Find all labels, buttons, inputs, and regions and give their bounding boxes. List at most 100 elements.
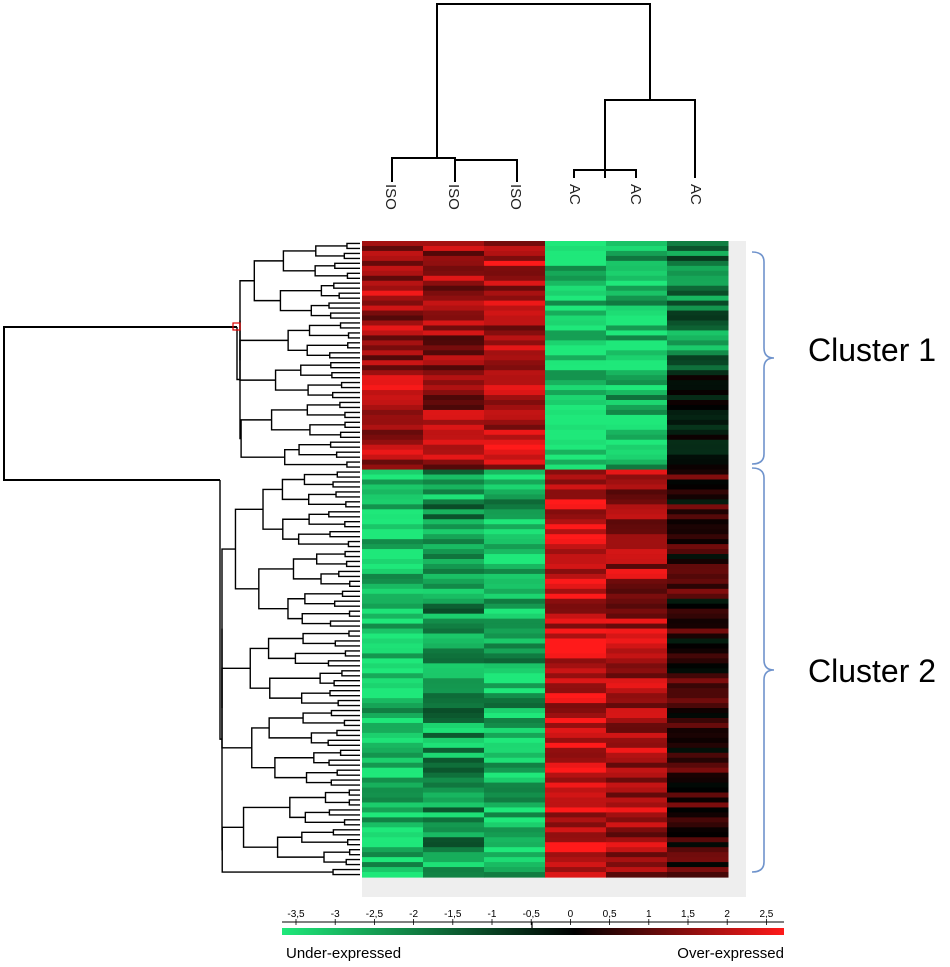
heatmap-cell [362, 568, 424, 575]
heatmap-cell [423, 782, 485, 789]
heatmap-cell [667, 355, 729, 361]
heatmap-cell [667, 648, 729, 655]
heatmap-cell [484, 395, 546, 401]
dendrogram-link [343, 719, 360, 727]
heatmap-cell [667, 663, 729, 669]
heatmap-cell [667, 444, 729, 451]
heatmap-cell [667, 390, 729, 396]
heatmap-cell [362, 241, 424, 247]
heatmap-cell [484, 703, 546, 709]
heatmap-cell [484, 474, 546, 481]
heatmap-cell [667, 678, 729, 684]
heatmap-cell [423, 752, 485, 759]
heatmap-cell [484, 762, 546, 769]
heatmap-cell [362, 722, 424, 729]
heatmap-cell [667, 623, 729, 630]
legend-tick-label: -3,5 [287, 909, 305, 920]
heatmap-cell [667, 857, 729, 863]
heatmap-cell [667, 400, 729, 406]
dendrogram-link [279, 289, 322, 312]
heatmap-cell [423, 638, 485, 645]
dendrogram-link [346, 242, 360, 250]
heatmap-cell [606, 245, 668, 252]
heatmap-cell [667, 429, 729, 436]
heatmap-cell [667, 434, 729, 441]
heatmap-cell [423, 390, 485, 396]
dendrogram-link [305, 771, 338, 784]
heatmap-cell [606, 385, 668, 391]
dendrogram-link [329, 620, 360, 627]
heatmap-cell [606, 623, 668, 630]
heatmap-cell [667, 305, 729, 312]
heatmap-cell [606, 802, 668, 809]
heatmap-cell [362, 792, 424, 799]
heatmap-cell [667, 673, 729, 679]
dendrogram-link [221, 667, 252, 749]
heatmap-cell [606, 280, 668, 287]
heatmap-cell [362, 767, 424, 774]
legend-tick-label: 0 [568, 909, 574, 920]
heatmap-cell [423, 722, 485, 729]
heatmap-cell [667, 713, 729, 719]
heatmap-cell [484, 305, 546, 312]
heatmap-cell [484, 797, 546, 804]
heatmap-cell [362, 499, 424, 505]
heatmap-cell [423, 434, 485, 441]
heatmap-cell [606, 752, 668, 759]
heatmap-cell [484, 603, 546, 610]
heatmap-cell [423, 414, 485, 421]
heatmap-cell [423, 718, 485, 724]
heatmap-cell [545, 404, 607, 411]
dendrogram-link [301, 831, 348, 843]
heatmap-cell [362, 484, 424, 491]
heatmap-cell [545, 638, 607, 645]
dendrogram-link [328, 759, 360, 766]
heatmap-cell [484, 578, 546, 585]
heatmap-cell [606, 390, 668, 396]
heatmap-cell [423, 345, 485, 351]
heatmap-cell [423, 842, 485, 848]
heatmap-cell [484, 370, 546, 376]
heatmap-cell [362, 847, 424, 853]
heatmap-cell [484, 857, 546, 863]
heatmap-cell [423, 757, 485, 764]
heatmap-cell [484, 698, 546, 704]
heatmap-cell [423, 325, 485, 332]
heatmap-cell [667, 732, 729, 739]
heatmap-cell [362, 300, 424, 307]
heatmap-cell [667, 643, 729, 650]
heatmap-cell [667, 409, 729, 416]
heatmap-cell [423, 554, 485, 560]
heatmap-cell [362, 727, 424, 734]
heatmap-cell [484, 315, 546, 322]
heatmap-cell [545, 653, 607, 659]
heatmap-cell [484, 310, 546, 317]
dendrogram-link [349, 580, 360, 588]
heatmap-cell [423, 847, 485, 853]
heatmap-cell [423, 737, 485, 744]
heatmap-cell [667, 519, 729, 525]
heatmap-cell [667, 593, 729, 600]
heatmap-cell [545, 563, 607, 570]
dendrogram-link [330, 709, 360, 717]
heatmap-cell [423, 519, 485, 525]
heatmap-cell [667, 633, 729, 640]
heatmap-cell [362, 653, 424, 659]
dendrogram-link [307, 384, 342, 396]
heatmap-cell [545, 539, 607, 545]
heatmap-cell [362, 742, 424, 749]
heatmap-cell [545, 698, 607, 704]
heatmap-cell [606, 365, 668, 371]
heatmap-cell [667, 618, 729, 625]
heatmap-cell [484, 623, 546, 630]
heatmap-cell [667, 345, 729, 351]
heatmap-cell [484, 822, 546, 828]
heatmap-cell [362, 757, 424, 764]
heatmap-cell [545, 573, 607, 580]
dendrogram-link [344, 550, 360, 558]
heatmap-cell [545, 827, 607, 833]
dendrogram-link [336, 471, 360, 478]
heatmap-cell [606, 544, 668, 550]
heatmap-cell [484, 792, 546, 799]
